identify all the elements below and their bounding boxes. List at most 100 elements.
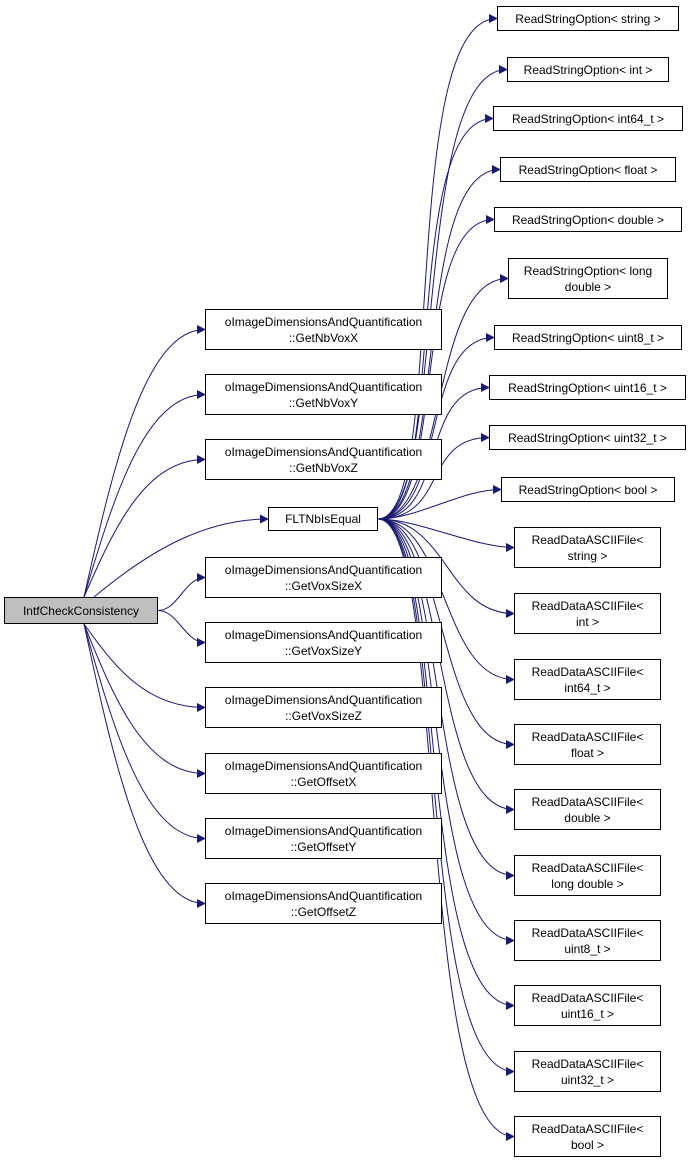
node-read-string-option-int[interactable]: ReadStringOption< int > [507,57,669,82]
node-label-line2: uint8_t > [564,941,611,956]
node-read-data-ascii-file-long-double[interactable]: ReadDataASCIIFile< long double > [514,855,661,896]
edge-root-to-getter [83,623,206,778]
edge-root-to-getter [83,623,206,843]
node-label-line1: ReadDataASCIIFile< [531,990,644,1005]
node-label-line1: ReadDataASCIIFile< [531,598,644,613]
node-label-line1: ReadStringOption< uint32_t > [508,430,667,445]
node-label-line2: uint32_t > [560,1072,615,1087]
node-label-line2: double > [564,810,611,825]
edge-hub-to-read-string-option [377,65,508,520]
node-read-string-option-uint32[interactable]: ReadStringOption< uint32_t > [489,425,686,450]
node-label-line2: ::GetOffsetZ [290,904,357,919]
node-read-string-option-bool[interactable]: ReadStringOption< bool > [501,477,675,502]
node-label-line1: ReadStringOption< long [523,263,653,278]
node-label-line2: bool > [570,1137,605,1152]
node-read-string-option-string[interactable]: ReadStringOption< string > [497,6,679,31]
node-label-line2: ::GetVoxSizeX [284,578,363,593]
node-read-string-option-long-double[interactable]: ReadStringOption< long double > [508,258,668,299]
node-read-string-option-float[interactable]: ReadStringOption< float > [500,157,676,182]
edge-hub-to-read-string-option [377,333,495,520]
node-label-line1: ReadDataASCIIFile< [531,664,644,679]
node-label-line2: ::GetOffsetX [290,774,357,789]
node-label-line2: ::GetNbVoxY [288,395,359,410]
node-read-data-ascii-file-int[interactable]: ReadDataASCIIFile< int > [514,593,661,634]
node-read-data-ascii-file-double[interactable]: ReadDataASCIIFile< double > [514,789,661,830]
node-get-offset-y[interactable]: oImageDimensionsAndQuantification ::GetO… [205,818,442,859]
edge-root-to-getter [157,573,206,611]
edge-hub-to-read-data-ascii-file [377,518,515,945]
edge-hub-to-read-string-option [377,215,495,520]
node-get-offset-x[interactable]: oImageDimensionsAndQuantification ::GetO… [205,753,442,794]
node-get-vox-size-y[interactable]: oImageDimensionsAndQuantification ::GetV… [205,622,442,663]
node-get-nb-vox-x[interactable]: oImageDimensionsAndQuantification ::GetN… [205,309,442,350]
node-label-line2: int > [575,614,599,629]
node-label-line1: ReadStringOption< double > [511,212,665,227]
node-get-nb-vox-y[interactable]: oImageDimensionsAndQuantification ::GetN… [205,374,442,415]
node-label-line1: ReadStringOption< uint8_t > [511,330,665,345]
edge-root-to-getter [83,390,206,598]
node-label-line2: ::GetNbVoxX [288,330,359,345]
node-label-line1: ReadDataASCIIFile< [531,729,644,744]
node-read-string-option-double[interactable]: ReadStringOption< double > [494,207,682,232]
node-read-data-ascii-file-float[interactable]: ReadDataASCIIFile< float > [514,724,661,765]
node-label-line1: ReadStringOption< string > [515,11,661,26]
node-intf-check-consistency[interactable]: IntfCheckConsistency [4,597,158,624]
node-read-data-ascii-file-string[interactable]: ReadDataASCIIFile< string > [514,527,661,568]
node-label-line1: oImageDimensionsAndQuantification [224,823,423,838]
node-label-line1: ReadDataASCIIFile< [531,1121,644,1136]
node-read-data-ascii-file-bool[interactable]: ReadDataASCIIFile< bool > [514,1116,661,1157]
node-get-offset-z[interactable]: oImageDimensionsAndQuantification ::GetO… [205,883,442,924]
node-get-nb-vox-z[interactable]: oImageDimensionsAndQuantification ::GetN… [205,439,442,480]
node-label: FLTNbIsEqual [285,512,361,526]
edge-root-to-getter [83,623,206,712]
node-label-line1: ReadDataASCIIFile< [531,860,644,875]
edge-hub-to-read-data-ascii-file [377,518,515,684]
edge-hub-to-read-string-option [377,14,498,520]
node-label: IntfCheckConsistency [22,603,140,618]
node-label-line2: ::GetNbVoxZ [289,460,358,475]
node-read-data-ascii-file-uint8[interactable]: ReadDataASCIIFile< uint8_t > [514,920,661,961]
node-label-line1: ReadStringOption< uint16_t > [508,380,667,395]
edge-root-to-getter [157,610,206,647]
edge-hub-to-read-data-ascii-file [377,518,515,618]
edge-hub-to-read-data-ascii-file [377,518,515,749]
edge-root-to-hub [93,514,269,598]
node-label-line2: int64_t > [564,680,611,695]
node-label-line1: oImageDimensionsAndQuantification [224,627,423,642]
node-label-line1: oImageDimensionsAndQuantification [224,444,423,459]
node-label-line1: ReadDataASCIIFile< [531,925,644,940]
node-label-line1: oImageDimensionsAndQuantification [224,758,423,773]
node-get-vox-size-z[interactable]: oImageDimensionsAndQuantification ::GetV… [205,687,442,728]
node-label-line1: oImageDimensionsAndQuantification [224,888,423,903]
node-read-data-ascii-file-int64[interactable]: ReadDataASCIIFile< int64_t > [514,659,661,700]
edge-root-to-getter [83,623,206,908]
node-label-line2: long double > [551,876,624,891]
node-label-line1: ReadStringOption< int > [523,62,653,77]
node-label-line1: oImageDimensionsAndQuantification [224,379,423,394]
node-label-line2: uint16_t > [560,1006,615,1021]
node-read-string-option-uint8[interactable]: ReadStringOption< uint8_t > [494,325,682,350]
edge-root-to-getter [83,455,206,598]
node-read-data-ascii-file-uint16[interactable]: ReadDataASCIIFile< uint16_t > [514,985,661,1026]
node-label-line2: ::GetVoxSizeZ [285,708,362,723]
node-get-vox-size-x[interactable]: oImageDimensionsAndQuantification ::GetV… [205,557,442,598]
node-label-line2: ::GetVoxSizeY [284,643,363,658]
node-label-line1: ReadDataASCIIFile< [531,794,644,809]
node-read-data-ascii-file-uint32[interactable]: ReadDataASCIIFile< uint32_t > [514,1051,661,1092]
node-read-string-option-int64[interactable]: ReadStringOption< int64_t > [493,106,683,131]
node-fltnb-is-equal[interactable]: FLTNbIsEqual [268,507,378,531]
node-read-string-option-uint16[interactable]: ReadStringOption< uint16_t > [489,375,686,400]
node-label-line1: ReadStringOption< bool > [518,482,658,497]
edge-hub-to-read-data-ascii-file [377,518,515,1076]
edge-hub-to-read-data-ascii-file [377,518,515,814]
node-label-line2: ::GetOffsetY [290,839,357,854]
node-label-line1: ReadDataASCIIFile< [531,532,644,547]
node-label-line1: oImageDimensionsAndQuantification [224,314,423,329]
node-label-line1: oImageDimensionsAndQuantification [224,692,423,707]
edge-root-to-getter [83,325,206,598]
node-label-line2: string > [567,548,608,563]
node-label-line2: float > [570,745,605,760]
node-label-line1: ReadDataASCIIFile< [531,1056,644,1071]
node-label-line1: ReadStringOption< int64_t > [511,111,665,126]
edge-hub-to-read-string-option [377,485,502,520]
